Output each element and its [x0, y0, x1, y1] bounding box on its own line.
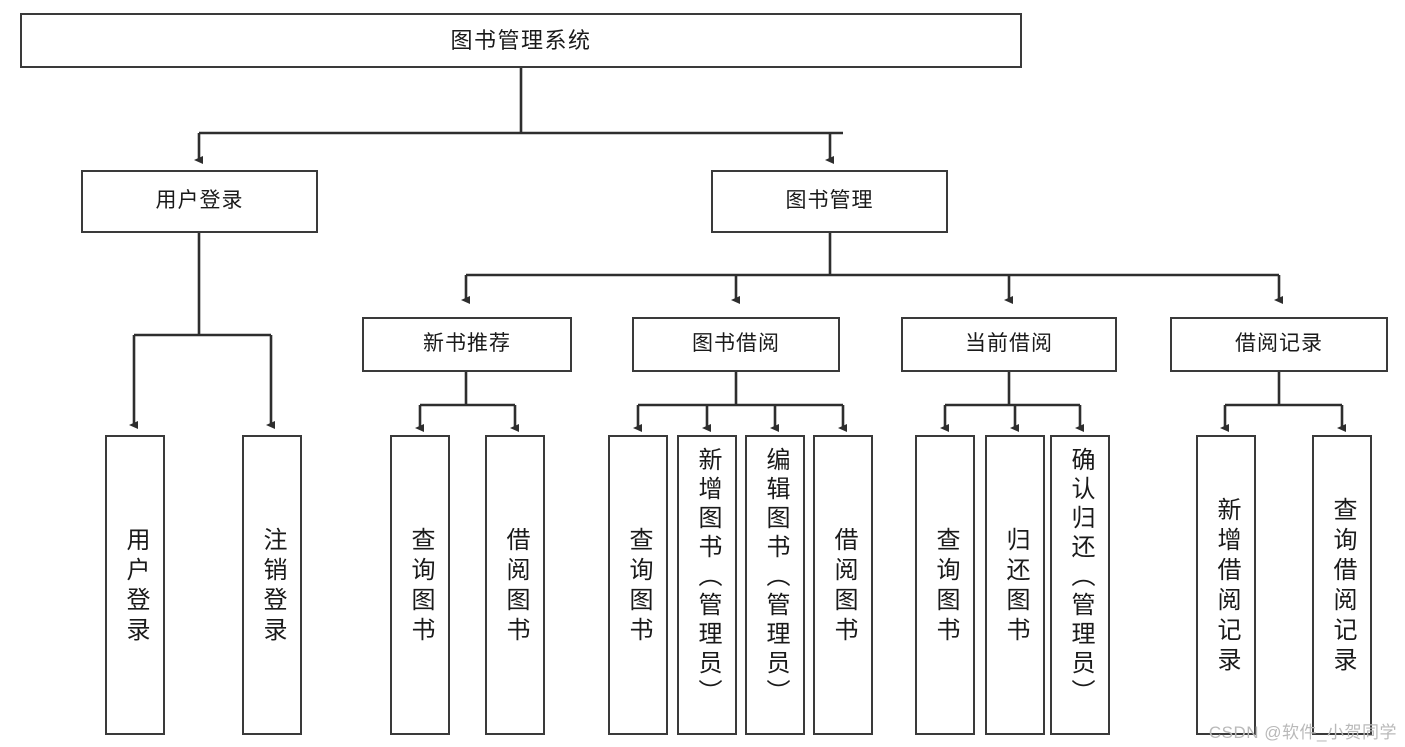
node-label: 用户登录	[122, 527, 149, 647]
leaf-query-book-current[interactable]: 查询图书	[915, 435, 975, 735]
node-label: 新书推荐	[423, 332, 511, 356]
node-label: 借阅图书	[502, 527, 529, 647]
leaf-return-book[interactable]: 归还图书	[985, 435, 1045, 735]
node-label: 查询图书	[932, 527, 959, 647]
leaf-query-book-new-rec[interactable]: 查询图书	[390, 435, 450, 735]
leaf-add-borrow-record[interactable]: 新增借阅记录	[1196, 435, 1256, 735]
node-current-borrow[interactable]: 当前借阅	[901, 317, 1117, 372]
node-user-login[interactable]: 用户登录	[81, 170, 318, 233]
node-label: 用户登录	[155, 189, 244, 213]
leaf-edit-book-admin[interactable]: 编辑图书（管理员）	[745, 435, 805, 735]
node-label: 确认归还（管理员）	[1067, 447, 1094, 708]
leaf-borrow-book-new-rec[interactable]: 借阅图书	[485, 435, 545, 735]
node-new-book-recommend[interactable]: 新书推荐	[362, 317, 572, 372]
node-book-manage[interactable]: 图书管理	[711, 170, 948, 233]
node-label: 编辑图书（管理员）	[762, 447, 789, 708]
node-label: 新增图书（管理员）	[694, 447, 721, 708]
node-label: 借阅图书	[830, 527, 857, 647]
node-label: 图书管理	[785, 189, 874, 213]
csdn-watermark: CSDN @软件_小贺同学	[1208, 723, 1397, 742]
node-label: 归还图书	[1002, 527, 1029, 647]
node-label: 查询借阅记录	[1329, 497, 1356, 677]
node-label: 图书管理系统	[450, 27, 592, 53]
node-book-borrow[interactable]: 图书借阅	[632, 317, 840, 372]
node-label: 当前借阅	[965, 332, 1053, 356]
node-label: 图书借阅	[692, 332, 780, 356]
leaf-logout[interactable]: 注销登录	[242, 435, 302, 735]
leaf-confirm-return-admin[interactable]: 确认归还（管理员）	[1050, 435, 1110, 735]
node-borrow-record[interactable]: 借阅记录	[1170, 317, 1388, 372]
node-label: 注销登录	[259, 527, 286, 647]
node-label: 新增借阅记录	[1213, 497, 1240, 677]
node-label: 查询图书	[407, 527, 434, 647]
leaf-add-book-admin[interactable]: 新增图书（管理员）	[677, 435, 737, 735]
leaf-borrow-book-borrow[interactable]: 借阅图书	[813, 435, 873, 735]
node-label: 查询图书	[625, 527, 652, 647]
leaf-query-book-borrow[interactable]: 查询图书	[608, 435, 668, 735]
leaf-query-borrow-record[interactable]: 查询借阅记录	[1312, 435, 1372, 735]
node-root-system[interactable]: 图书管理系统	[20, 13, 1022, 68]
leaf-user-login[interactable]: 用户登录	[105, 435, 165, 735]
node-label: 借阅记录	[1235, 332, 1323, 356]
